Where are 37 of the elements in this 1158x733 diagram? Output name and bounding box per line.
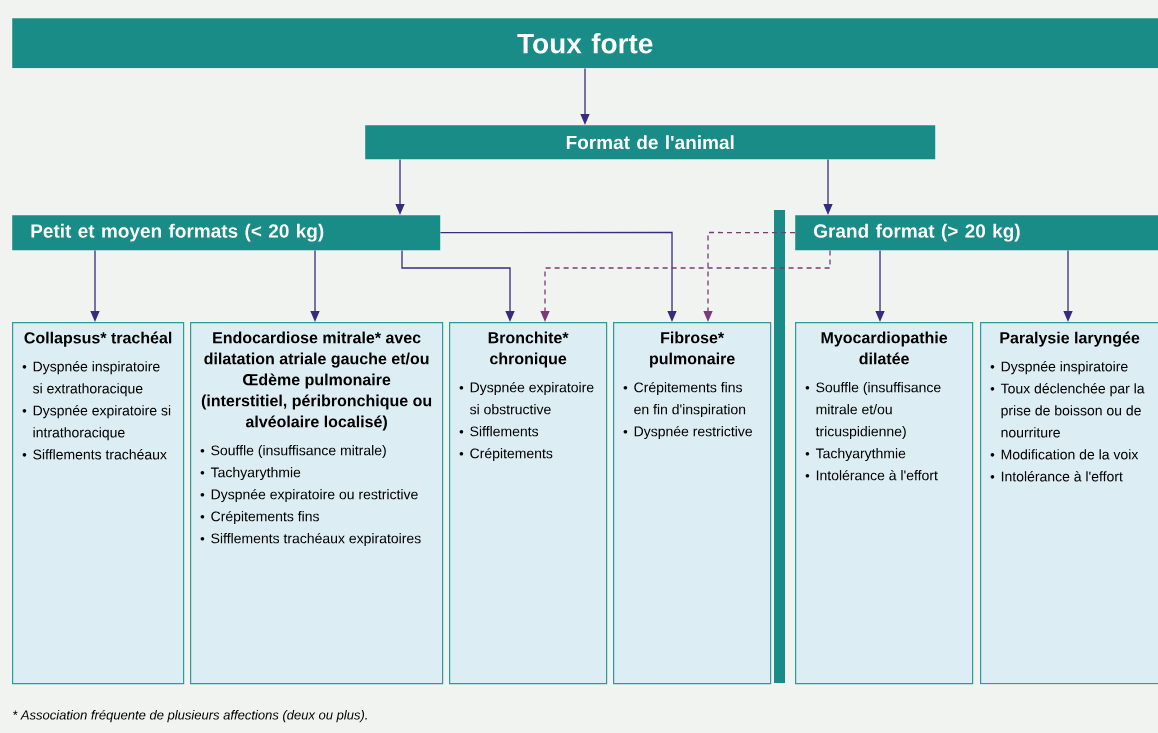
bullet-item: Crépitements fins <box>200 510 319 525</box>
bullet-item: Dyspnée restrictive <box>623 425 752 440</box>
box-heading: Paralysie laryngée <box>1000 331 1140 347</box>
bullet-item: Toux déclenchée par la prise de boisson ou de nourriture <box>990 383 1145 438</box>
category-banner: Grand format (> 20 kg) <box>795 215 1158 251</box>
bullet-item: Intolérance à l'effort <box>805 469 938 481</box>
box-heading: Endocardiose mitrale* avec dilatation atriale gauche et/ou Œdème pulmonaire (interstitiel, péribronchique ou alvéolaire localisé) <box>201 331 432 431</box>
bullet-item: Sifflements <box>459 426 539 437</box>
bullet-item: Intolérance à l'effort <box>990 471 1123 482</box>
box-heading: Fibrose* pulmonaire <box>650 331 735 368</box>
box-heading: Collapsus* trachéal <box>24 331 172 347</box>
bullet-item: Dyspnée inspiratoire <box>990 361 1128 375</box>
box-heading: Bronchite* chronique <box>488 331 569 368</box>
diagnosis-box <box>190 322 444 685</box>
title-banner: Toux forte <box>12 18 1158 69</box>
category-banner: Format de l'animal <box>365 125 936 160</box>
bullet-item: Dyspnée expiratoire ou restrictive <box>200 488 418 503</box>
bullet-item: Souffle (insuffisance mitrale et/ou tricuspidienne) <box>805 382 941 440</box>
bullet-item: Souffle (insuffisance mitrale) <box>200 445 386 459</box>
bullet-item: Tachyarythmie <box>805 448 906 462</box>
diagnosis-box <box>613 322 772 685</box>
diagnosis-box <box>980 322 1158 685</box>
diagnosis-box <box>795 322 974 685</box>
bullet-item: Dyspnée inspiratoire si extrathoracique <box>22 361 160 397</box>
caption: * Association fréquente de plusieurs affections (deux ou plus). <box>12 709 367 723</box>
bullet-item: Modification de la voix <box>990 449 1139 460</box>
diagnosis-box <box>449 322 608 685</box>
bullet-item: Sifflements trachéaux <box>22 449 167 460</box>
bullet-item: Crépitements fins en fin d'inspiration <box>623 381 746 418</box>
bullet-item: Crépitements <box>459 447 553 462</box>
bullet-item: Sifflements trachéaux expiratoires <box>200 532 421 547</box>
bullet-item: Dyspnée expiratoire si intrathoracique <box>22 405 171 441</box>
box-heading: Myocardiopathie dilatée <box>821 331 948 365</box>
bullet-item: Tachyarythmie <box>200 467 301 481</box>
diagnosis-box <box>12 322 185 685</box>
bullet-item: Dyspnée expiratoire si obstructive <box>459 381 594 415</box>
category-banner: Petit et moyen formats (< 20 kg) <box>12 215 441 251</box>
